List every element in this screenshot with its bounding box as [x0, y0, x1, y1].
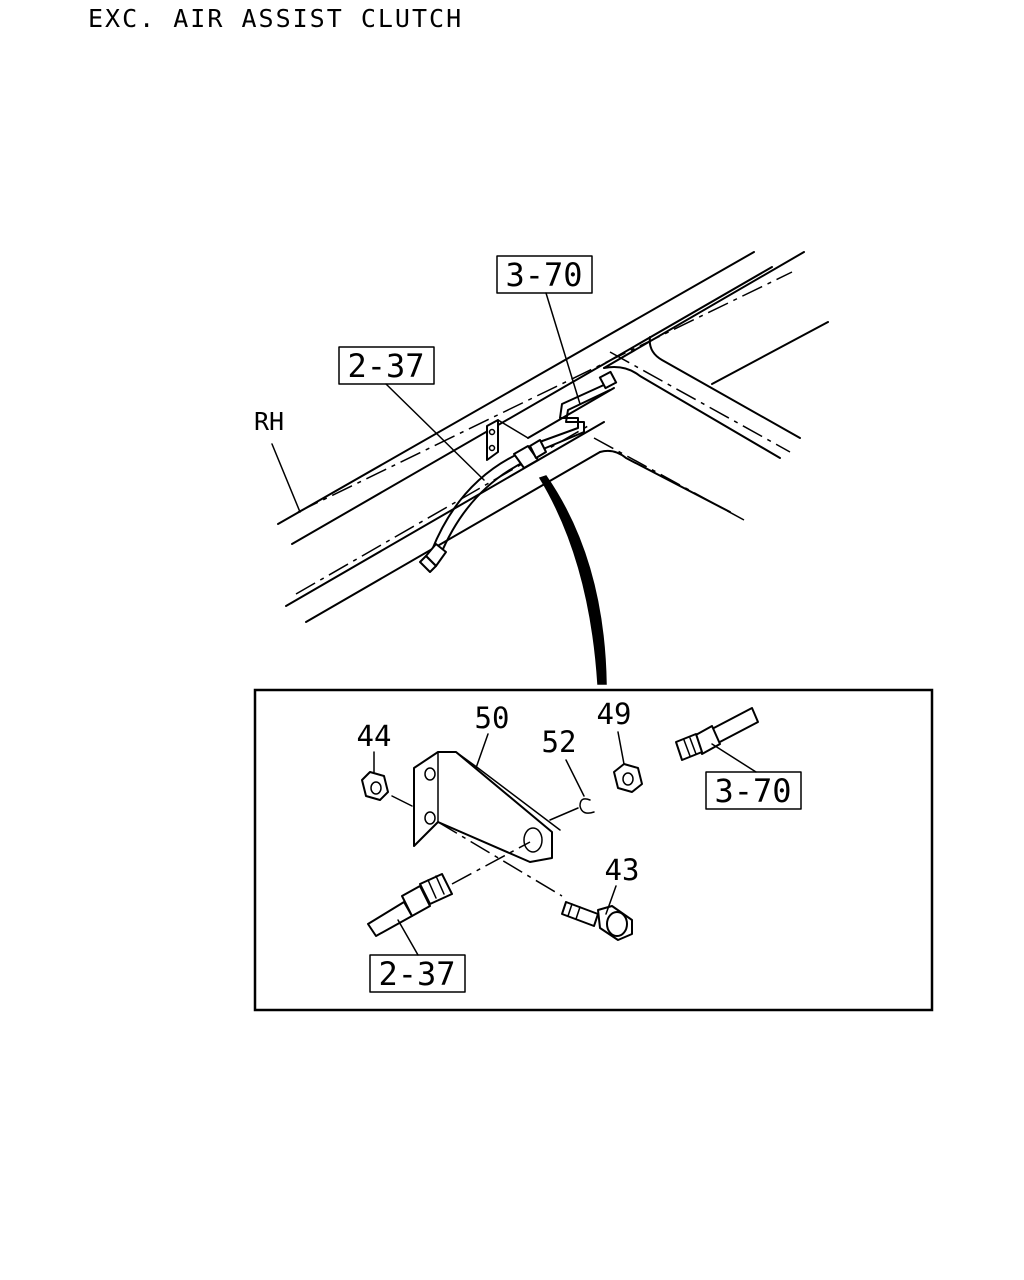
bracket-hole-large	[523, 827, 543, 853]
ref-box-3-70-detail	[705, 771, 802, 810]
pipe-3-70-end	[598, 370, 618, 390]
bracket-overview	[486, 419, 499, 461]
detail-frame	[253, 688, 934, 1012]
rail-edge	[277, 251, 755, 525]
ref-3-70-leader	[545, 292, 581, 405]
pipe-3-70	[535, 389, 611, 453]
leader-50	[475, 733, 489, 769]
clip-axis	[549, 807, 579, 821]
leader-43	[605, 885, 617, 915]
hose-2-37	[431, 451, 523, 551]
bolt-thread	[575, 906, 581, 920]
rail-edge	[285, 421, 605, 607]
crossmember-centerline	[593, 437, 745, 521]
fitting-ridge	[683, 739, 691, 757]
leader-52	[565, 759, 585, 797]
side-label: RH	[254, 407, 284, 436]
rail-centerline	[297, 271, 793, 513]
pipe-3-70	[533, 383, 607, 445]
ref-2-37-detail-leader	[397, 919, 419, 956]
ref-box-3-70	[496, 255, 593, 294]
crossmember-edge	[648, 336, 801, 439]
hose-2-37	[439, 459, 529, 557]
hose-2-37-tip	[419, 555, 437, 573]
nut-44	[361, 771, 389, 801]
bracket-overview-edge	[497, 419, 529, 439]
fitting-ridge	[435, 875, 445, 895]
leader-49	[617, 731, 625, 765]
ref-2-37-leader	[385, 383, 485, 481]
part-num-44: 44	[357, 719, 392, 753]
bracket-50	[413, 751, 553, 863]
crossmember-centerline	[609, 351, 791, 453]
hose-connector	[513, 445, 539, 469]
side-label-leader	[271, 443, 301, 513]
ref-2-37-detail: 2-37	[378, 955, 455, 993]
rail-edge	[305, 451, 601, 623]
nut-49	[613, 763, 643, 793]
nut-44-axis	[391, 795, 413, 807]
nut-44-hole	[370, 781, 382, 795]
detail-view: 44 50 52 49 3-70	[253, 688, 934, 1012]
rail-edge	[291, 266, 773, 545]
part-num-43: 43	[605, 853, 640, 887]
rail-edge	[603, 251, 805, 369]
bracket-hole	[488, 444, 496, 452]
fitting-ridge	[427, 879, 437, 899]
bolt-axis	[437, 821, 563, 897]
crossmember-edge	[603, 366, 781, 459]
bracket-50-flange	[455, 751, 561, 831]
detail-pointer	[538, 475, 607, 685]
fitting-3-70	[675, 707, 759, 761]
bracket-hole	[488, 428, 496, 436]
bolt-flange	[606, 911, 628, 937]
clip-52	[579, 798, 595, 814]
part-num-50: 50	[475, 701, 510, 735]
ref-3-70-detail: 3-70	[714, 772, 791, 810]
rail-edge	[527, 387, 615, 439]
bolt-thread	[567, 903, 573, 917]
rail-edge	[711, 321, 829, 385]
part-num-52: 52	[542, 725, 577, 759]
fitting-2-37	[367, 841, 531, 937]
fitting-ridge	[689, 737, 697, 755]
ref-2-37-overview: 2-37	[347, 347, 424, 385]
fitting-body	[675, 733, 703, 761]
part-num-49: 49	[597, 697, 632, 731]
bolt-shank	[561, 901, 599, 927]
crossmember-edge	[599, 449, 731, 513]
bracket-hole	[424, 811, 436, 825]
frame-overview: RH 3-70 2-37	[254, 251, 829, 685]
nut-49-hole	[622, 772, 634, 786]
diagram-title: EXC. AIR ASSIST CLUTCH	[88, 4, 463, 33]
bracket-hole	[424, 767, 436, 781]
ref-3-70-detail-leader	[711, 743, 757, 773]
fitting-nut	[401, 885, 431, 917]
fitting-axis	[451, 841, 531, 885]
ref-3-70-overview: 3-70	[505, 256, 582, 294]
hose-2-37-detail	[367, 901, 413, 937]
hose-connector	[529, 439, 547, 459]
